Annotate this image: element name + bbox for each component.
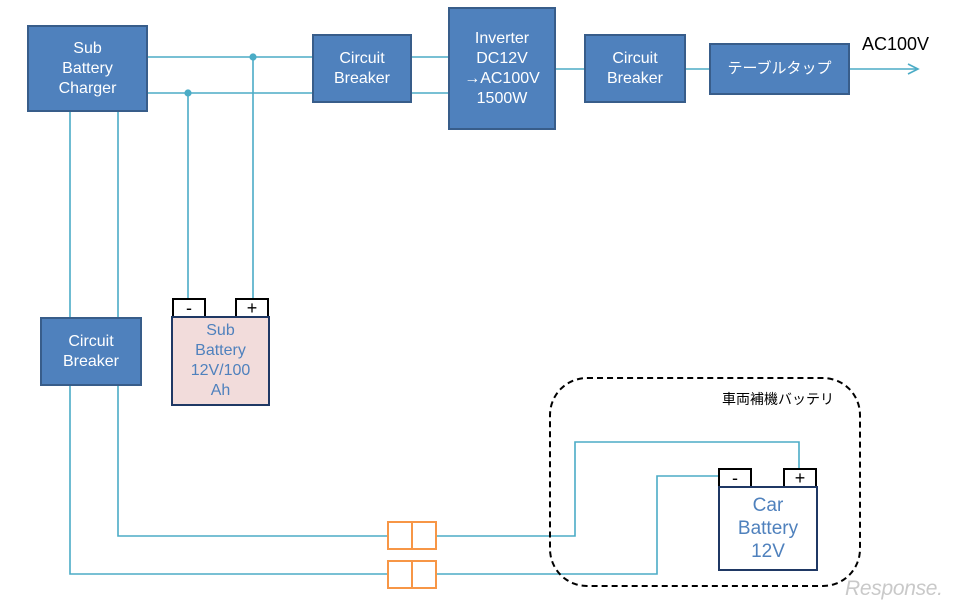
sub-battery-body: Sub Battery 12V/100 Ah	[171, 316, 270, 406]
wire-breaker3-right-route	[117, 386, 388, 537]
vehicle-battery-group-outline	[549, 377, 861, 587]
sub-battery-plus-terminal: +	[235, 298, 269, 318]
vehicle-battery-group-label: 車両補機バッテリ	[722, 391, 834, 407]
sub-battery-minus-terminal: -	[172, 298, 206, 318]
car-battery-body: Car Battery 12V	[718, 486, 818, 571]
circuit-breaker-3-box: Circuit Breaker	[40, 317, 142, 386]
connector-top-right	[411, 521, 437, 550]
wire-to-car-minus	[436, 475, 720, 575]
connector-top-left	[387, 521, 413, 550]
connector-bottom-right	[411, 560, 437, 589]
output-arrowhead	[907, 63, 920, 75]
car-battery-minus-terminal: -	[718, 468, 752, 488]
inverter-box: Inverter DC12V →AC100V 1500W	[448, 7, 556, 130]
table-tap-box: テーブルタップ	[709, 43, 850, 95]
output-label: AC100V	[862, 34, 930, 54]
junction-dot-bottom	[184, 89, 192, 97]
wire-to-car-plus	[436, 441, 800, 537]
wire-breaker3-left-route	[69, 386, 388, 575]
sub-battery-charger-box: Sub Battery Charger	[27, 25, 148, 112]
response-logo-watermark: Response.	[845, 577, 943, 600]
circuit-breaker-1-box: Circuit Breaker	[312, 34, 412, 103]
circuit-breaker-2-box: Circuit Breaker	[584, 34, 686, 103]
car-battery-plus-terminal: +	[783, 468, 817, 488]
junction-dot-top	[249, 53, 257, 61]
connector-bottom-left	[387, 560, 413, 589]
